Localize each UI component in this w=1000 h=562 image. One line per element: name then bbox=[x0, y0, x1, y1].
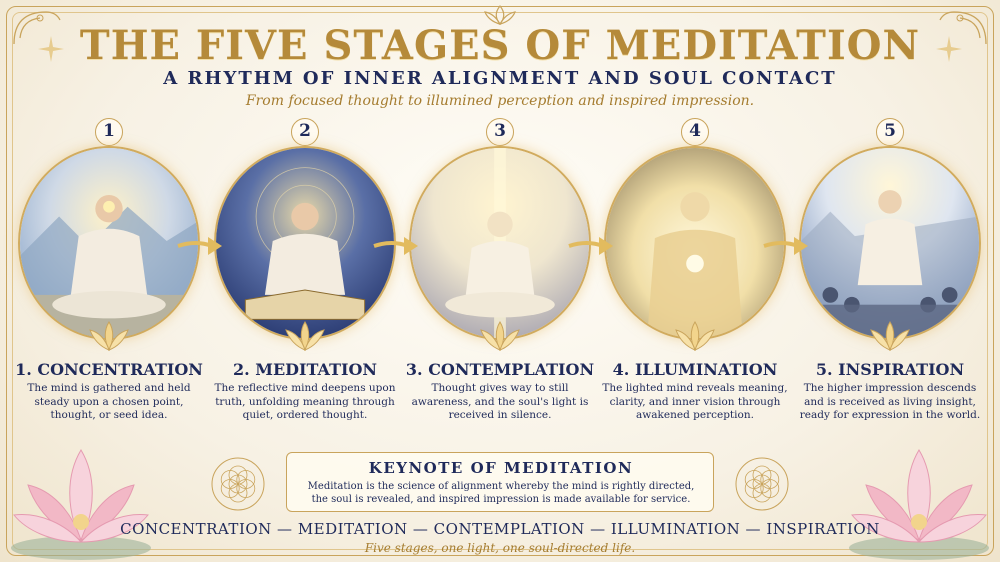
corner-ornament-icon bbox=[13, 11, 61, 45]
arrow-right-icon bbox=[177, 237, 222, 255]
arrow-right-icon bbox=[568, 237, 613, 255]
stage-number-badge: 1 bbox=[95, 118, 123, 146]
stage-name: 5. INSPIRATION bbox=[815, 360, 965, 379]
stage-description: The higher impression descends and is re… bbox=[799, 382, 981, 421]
corner-ornament-icon bbox=[939, 11, 987, 45]
stage-description: The mind is gathered and held steady upo… bbox=[27, 382, 191, 421]
keynote-text: Meditation is the science of alignment w… bbox=[307, 481, 695, 505]
pink-lotus-icon bbox=[11, 449, 151, 560]
page-tagline: From focused thought to illumined percep… bbox=[245, 93, 755, 109]
sparkle-icon bbox=[936, 36, 962, 62]
pink-lotus-icon bbox=[849, 449, 989, 560]
stage-description: Thought gives way to still awareness, an… bbox=[411, 382, 589, 421]
stage-name: 2. MEDITATION bbox=[232, 360, 378, 379]
sparkle-icon bbox=[38, 36, 64, 62]
stage-number-badge: 4 bbox=[681, 118, 709, 146]
stage-illustration-concentration bbox=[18, 146, 200, 340]
top-lotus-icon bbox=[484, 5, 516, 25]
stage-sequence: CONCENTRATION — MEDITATION — CONTEMPLATI… bbox=[120, 520, 880, 538]
page-subtitle: A RHYTHM OF INNER ALIGNMENT AND SOUL CON… bbox=[163, 68, 837, 89]
stage-name: 1. CONCENTRATION bbox=[15, 360, 203, 379]
lotus-icon bbox=[675, 321, 715, 352]
stage-illustration-illumination bbox=[604, 146, 786, 340]
page-title: THE FIVE STAGES OF MEDITATION bbox=[79, 22, 921, 69]
arrow-right-icon bbox=[373, 237, 418, 255]
keynote-box: KEYNOTE OF MEDITATION Meditation is the … bbox=[286, 452, 714, 512]
stage-number-badge: 3 bbox=[486, 118, 514, 146]
stage-illustration-contemplation bbox=[409, 146, 591, 340]
closing-line: Five stages, one light, one soul-directe… bbox=[364, 541, 636, 555]
stage-description: The lighted mind reveals meaning, clarit… bbox=[602, 382, 788, 421]
stage-name: 4. ILLUMINATION bbox=[612, 360, 778, 379]
lotus-icon bbox=[285, 321, 325, 352]
stage-name: 3. CONTEMPLATION bbox=[405, 360, 595, 379]
stage-illustration-meditation bbox=[214, 146, 396, 340]
flower-of-life-icon bbox=[211, 457, 265, 511]
arrow-right-icon bbox=[763, 237, 808, 255]
stage-illustration-inspiration bbox=[799, 146, 981, 340]
keynote-title: KEYNOTE OF MEDITATION bbox=[368, 459, 634, 477]
flower-of-life-icon bbox=[735, 457, 789, 511]
stage-number-badge: 2 bbox=[291, 118, 319, 146]
stage-description: The reflective mind deepens upon truth, … bbox=[214, 382, 396, 421]
stage-number-badge: 5 bbox=[876, 118, 904, 146]
lotus-icon bbox=[870, 321, 910, 352]
lotus-icon bbox=[480, 321, 520, 352]
lotus-icon bbox=[89, 321, 129, 352]
